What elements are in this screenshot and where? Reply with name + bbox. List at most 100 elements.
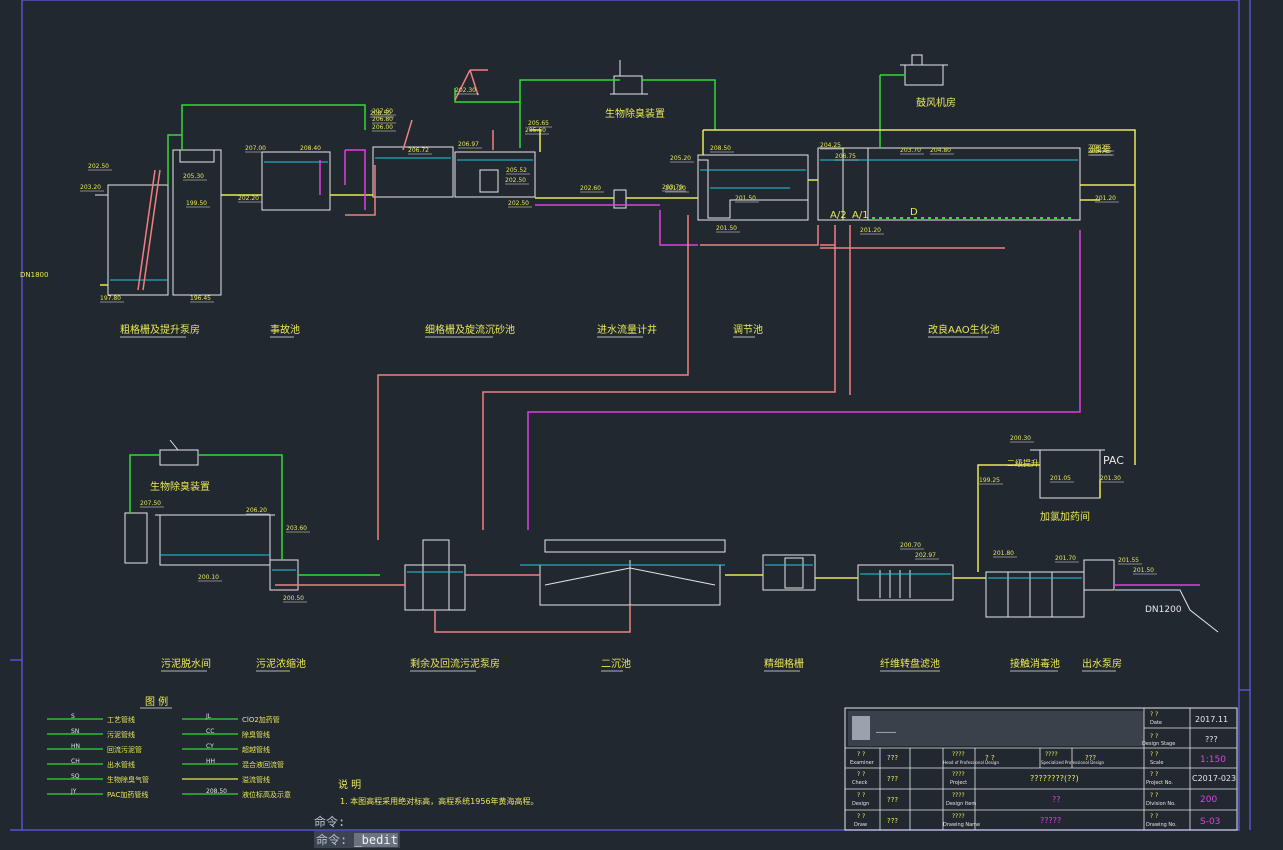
elevation-value: 203.70 bbox=[900, 147, 921, 154]
top-structures bbox=[95, 54, 1081, 296]
label-blower: 鼓风机房 bbox=[916, 96, 956, 109]
elevation-tag: 207.60 bbox=[372, 108, 396, 116]
title-block-stage-label: Design Stage bbox=[1142, 741, 1175, 747]
title-block-design-label: Design bbox=[852, 801, 869, 807]
notes-title: 说 明 bbox=[338, 778, 361, 791]
elevation-tag: 204.45 bbox=[1090, 148, 1114, 156]
legend-item: 208.50 液位标高及示意 bbox=[182, 788, 291, 799]
elevation-value: 206.80 bbox=[372, 116, 393, 123]
elevation-value: 201.05 bbox=[1050, 475, 1071, 482]
elevation-tag: 199.25 bbox=[979, 477, 1003, 485]
title-block-drawing-name-value: ????? bbox=[1040, 816, 1061, 825]
elevation-value: 208.50 bbox=[710, 145, 731, 152]
title-block-drawing-name-label: Drawing Name bbox=[943, 822, 980, 828]
elevation-tag: 204.65 bbox=[1090, 144, 1114, 152]
elevation-tag: 206.72 bbox=[408, 147, 432, 155]
legend-label: 污泥管线 bbox=[107, 730, 135, 739]
elevation-tag: 204.80 bbox=[930, 147, 954, 155]
title-block-design-value: ??? bbox=[887, 796, 898, 804]
elevation-value: 197.80 bbox=[100, 295, 121, 302]
elevation-tag: 201.50 bbox=[735, 195, 759, 203]
title-block-drawing-no-label: Drawing No. bbox=[1146, 822, 1177, 828]
title-block-drawing-no-value: S-03 bbox=[1200, 817, 1220, 827]
title-block-draw-label: Draw bbox=[854, 822, 867, 828]
bottom-pipes-yellow bbox=[725, 464, 1101, 579]
elevation-value: 205.20 bbox=[670, 155, 691, 162]
elevation-tag: 202.60 bbox=[580, 185, 604, 193]
elevation-tag: 206.80 bbox=[372, 116, 396, 124]
elevation-tag: 202.50 bbox=[508, 200, 532, 208]
company-logo bbox=[852, 716, 870, 740]
title-block-check-label: Check bbox=[852, 780, 867, 786]
elevation-value: 201.20 bbox=[665, 185, 686, 192]
elevation-tag: 206.75 bbox=[835, 153, 859, 161]
legend-label: 回流污泥管 bbox=[107, 745, 142, 754]
elevation-value: 202.97 bbox=[915, 552, 936, 559]
title-block-check-value: ??? bbox=[887, 775, 898, 783]
elevation-value: 200.70 bbox=[900, 542, 921, 549]
elevation-value: 207.50 bbox=[140, 500, 161, 507]
command-line-history: 命令: bbox=[314, 815, 346, 829]
bottom-labels: 污泥脱水间 污泥浓缩池 剩余及回流污泥泵房 二沉池 精细格栅 纤维转盘滤池 接触… bbox=[150, 458, 1122, 670]
label-outlet-dn: DN1200 bbox=[1145, 605, 1182, 615]
title-block-scale-label-cn: ? ? bbox=[1150, 751, 1158, 758]
elevation-tag: 205.52 bbox=[506, 167, 530, 175]
elevation-tag: 201.20 bbox=[860, 227, 884, 235]
water-lines-top bbox=[110, 157, 1078, 281]
title-block-head-label-cn: ???? bbox=[952, 751, 965, 758]
elevation-tag: 206.00 bbox=[372, 124, 396, 132]
title-block-design-item-label-cn: ???? bbox=[952, 792, 965, 799]
elevation-tag: 205.30 bbox=[183, 173, 207, 181]
legend-code: HN bbox=[71, 743, 80, 750]
legend-code: 208.50 bbox=[206, 788, 227, 795]
title-block-examiner-value: ??? bbox=[887, 754, 898, 762]
elevation-tag: 199.50 bbox=[186, 200, 210, 208]
title-block-project-no-label: Project No. bbox=[1146, 780, 1173, 786]
legend-code: S bbox=[71, 713, 75, 720]
label-fine-filter: 精细格栅 bbox=[764, 657, 804, 670]
elevation-tag: 207.00 bbox=[245, 145, 269, 153]
title-block-draw-label-cn: ? ? bbox=[857, 813, 865, 820]
elevation-value: 200.50 bbox=[283, 595, 304, 602]
return-pipes-magenta bbox=[319, 149, 1081, 530]
elevation-value: 202.50 bbox=[505, 177, 526, 184]
legend-code: CY bbox=[206, 743, 214, 750]
title-block-division-value: 200 bbox=[1200, 795, 1217, 805]
title-block-design-item-label: Design Item bbox=[946, 801, 976, 807]
elevation-value: 206.00 bbox=[372, 124, 393, 131]
command-line-input[interactable]: 命令: _bedit bbox=[314, 831, 400, 848]
legend-label: 超越管线 bbox=[242, 745, 270, 754]
elevation-value: 205.52 bbox=[506, 167, 527, 174]
bottom-pipes-red bbox=[275, 574, 631, 633]
elevation-tag: 197.80 bbox=[100, 295, 124, 303]
label-coarse-screen: 粗格栅及提升泵房 bbox=[120, 323, 200, 336]
elevation-tag: 206.20 bbox=[246, 507, 270, 515]
legend-label: PAC加药管线 bbox=[107, 790, 148, 799]
elevation-value: 201.20 bbox=[860, 227, 881, 234]
elevation-tag: 203.70 bbox=[662, 184, 686, 192]
label-sludge-dewater: 污泥脱水间 bbox=[161, 657, 211, 670]
elevation-value: 206.75 bbox=[835, 153, 856, 160]
label-a1: A/1 bbox=[852, 210, 869, 221]
label-sludge-pump: 剩余及回流污泥泵房 bbox=[410, 657, 500, 670]
title-block-project-no-value: C2017-023 bbox=[1192, 774, 1236, 783]
elevation-tag: 203.20 bbox=[80, 184, 104, 192]
elevation-tag: 201.80 bbox=[993, 550, 1017, 558]
elevation-tag: 207.50 bbox=[140, 500, 164, 508]
elevation-value: 204.65 bbox=[1090, 144, 1111, 151]
label-regulation-tank: 调节池 bbox=[733, 323, 763, 336]
title-block-project-no-label-cn: ? ? bbox=[1150, 771, 1158, 778]
elevation-tag: 201.05 bbox=[1050, 475, 1074, 483]
legend-label: 液位标高及示意 bbox=[242, 790, 291, 799]
